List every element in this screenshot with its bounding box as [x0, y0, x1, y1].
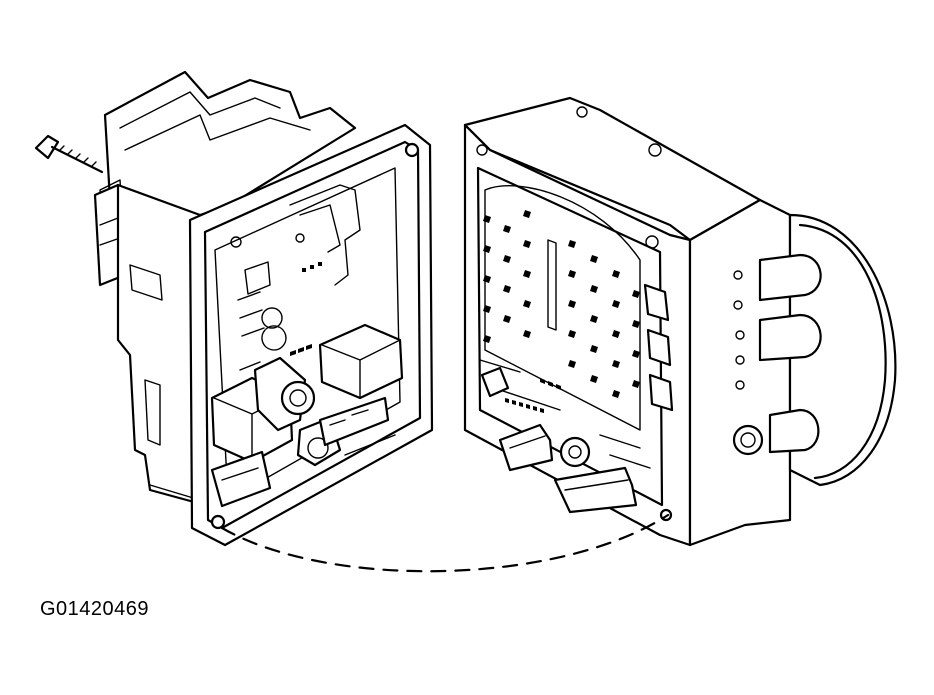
control-module-left — [93, 70, 434, 547]
valve-dots — [483, 210, 640, 398]
mounting-screw — [34, 134, 104, 174]
figure-code: G01420469 — [40, 598, 150, 620]
hydraulic-modulator-right — [463, 96, 897, 547]
alignment-arc — [220, 513, 670, 573]
